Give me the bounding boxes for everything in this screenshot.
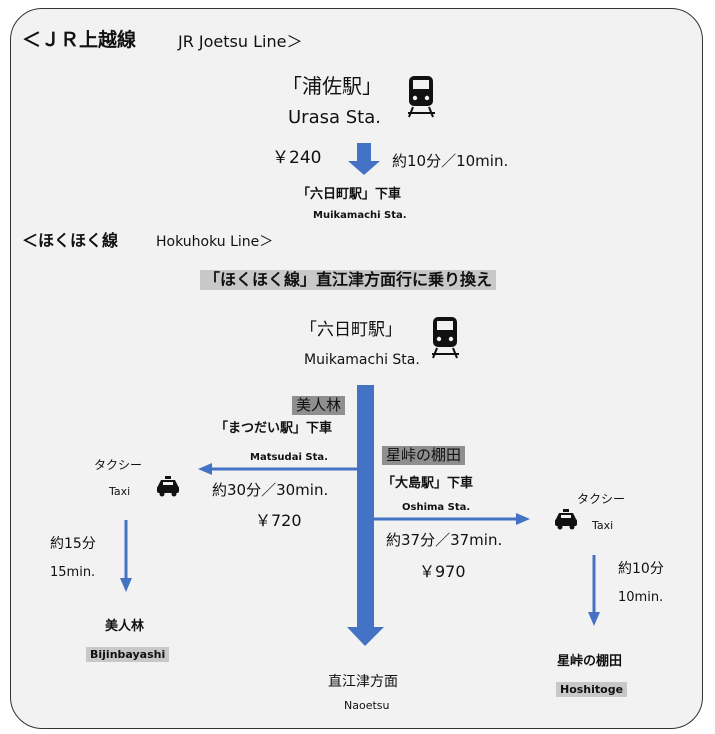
east-branch-arrow <box>374 513 530 525</box>
joetsu-alight-station: 「六日町駅」下車 <box>297 187 402 202</box>
terminus: 直江津方面 <box>328 674 398 690</box>
east-taxi-arrow <box>588 555 600 626</box>
east-taxi-duration-en: 10min. <box>618 590 664 605</box>
east-taxi-label-en: Taxi <box>592 519 614 532</box>
hokuhoku-header: ＜ほくほく線 <box>22 231 119 250</box>
joetsu-alight-station-en: Muikamachi Sta. <box>313 210 407 221</box>
start-station-en: Urasa Sta. <box>288 107 381 128</box>
hokuhoku-station-en: Muikamachi Sta. <box>304 352 420 368</box>
terminus-en: Naoetsu <box>344 699 390 712</box>
west-branch-arrow <box>198 463 357 475</box>
joetsu-header-en: JR Joetsu Line＞ <box>178 32 303 51</box>
west-taxi-label-en: Taxi <box>109 485 131 498</box>
east-taxi-label: タクシー <box>577 492 626 506</box>
route-panel <box>10 8 703 729</box>
start-station: 「浦佐駅」 <box>282 74 382 98</box>
west-alight-station-en: Matsudai Sta. <box>250 452 328 463</box>
hokuhoku-header-en: Hokuhoku Line＞ <box>156 234 274 250</box>
east-duration: 約37分／37min. <box>386 531 503 549</box>
west-taxi-arrow <box>120 520 132 592</box>
joetsu-header: ＜ＪＲ上越線 <box>22 29 137 51</box>
east-taxi-duration: 約10分 <box>618 561 664 577</box>
joetsu-duration: 約10分／10min. <box>392 152 509 170</box>
west-destination-tag: 美人林 <box>292 396 346 415</box>
east-alight-station-en: Oshima Sta. <box>402 502 471 513</box>
west-final-destination: 美人林 <box>105 619 145 634</box>
hokuhoku-station: 「六日町駅」 <box>300 320 402 340</box>
transfer-note: 「ほくほく線」直江津方面行に乗り換え <box>200 270 497 290</box>
west-duration: 約30分／30min. <box>212 481 329 499</box>
joetsu-fare: ￥240 <box>272 148 322 168</box>
east-alight-station: 「大島駅」下車 <box>382 476 474 491</box>
west-alight-station: 「まつだい駅」下車 <box>215 421 333 436</box>
west-fare: ￥720 <box>255 511 302 530</box>
west-taxi-duration-en: 15min. <box>50 565 96 580</box>
east-final-destination-en: Hoshitoge <box>556 682 628 697</box>
joetsu-down-arrow <box>348 143 380 175</box>
east-final-destination: 星峠の棚田 <box>557 654 623 669</box>
train-icon <box>408 76 435 118</box>
taxi-icon <box>157 476 179 497</box>
taxi-icon <box>555 509 577 530</box>
hokuhoku-main-arrow <box>347 385 384 646</box>
west-taxi-label: タクシー <box>94 458 143 472</box>
east-destination-tag: 星峠の棚田 <box>382 446 466 465</box>
west-final-destination-en: Bijinbayashi <box>86 647 170 662</box>
east-fare: ￥970 <box>419 562 466 581</box>
west-taxi-duration: 約15分 <box>50 536 96 552</box>
train-icon <box>432 317 459 359</box>
